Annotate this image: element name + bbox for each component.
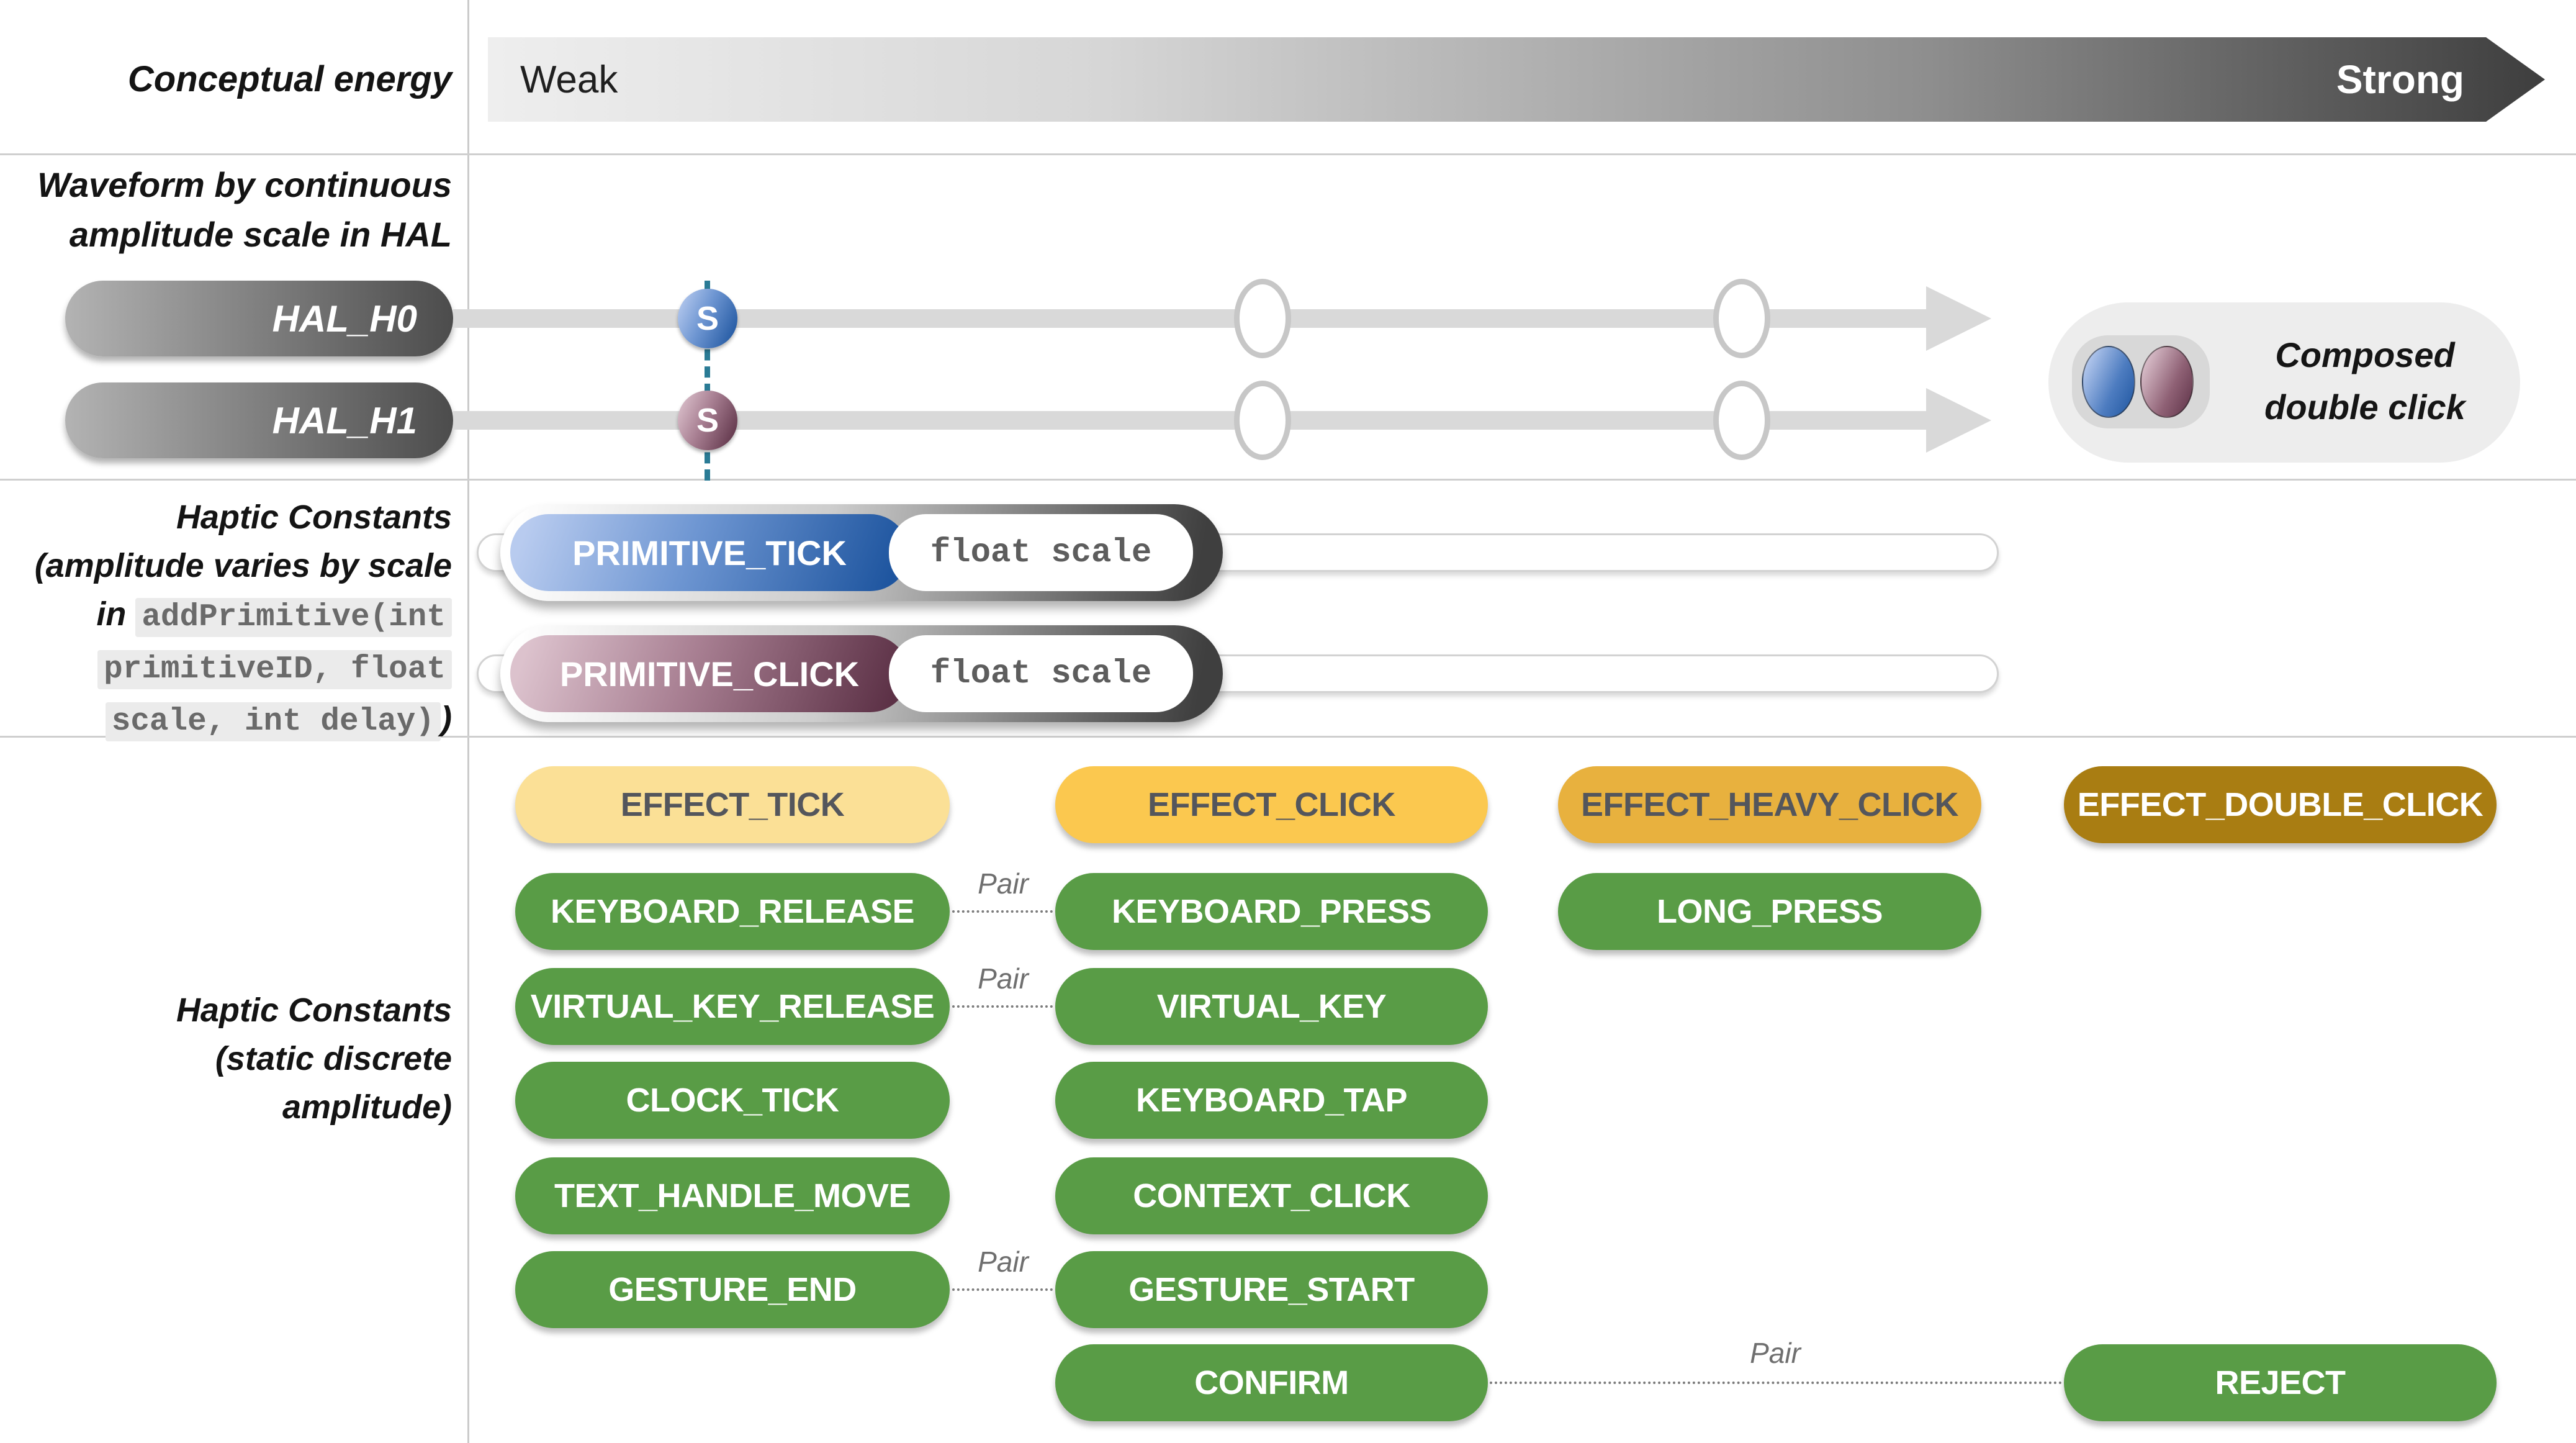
constant-pill-confirm: CONFIRM [1055, 1344, 1488, 1421]
constant-pill-effect-double-click: EFFECT_DOUBLE_CLICK [2064, 766, 2497, 843]
primitive-click-pill: PRIMITIVE_CLICK [510, 635, 909, 712]
h0-empty-slot-2 [1713, 279, 1770, 358]
energy-gradient-bar: Weak Strong [488, 37, 2545, 122]
prim-label-line1: Haptic Constants [176, 499, 452, 536]
constant-pill-effect-click: EFFECT_CLICK [1055, 766, 1488, 843]
constant-pill-keyboard-tap: KEYBOARD_TAP [1055, 1062, 1488, 1139]
constant-pill-clock-tick: CLOCK_TICK [515, 1062, 950, 1139]
section-divider-3 [0, 736, 2576, 738]
constant-pill-long-press: LONG_PRESS [1558, 873, 1981, 950]
weak-label: Weak [520, 58, 618, 101]
primitive-tick-pill: PRIMITIVE_TICK [510, 514, 909, 591]
constant-pill-reject: REJECT [2064, 1344, 2497, 1421]
primitives-section-label: Haptic Constants (amplitude varies by sc… [5, 493, 452, 746]
composed-dots-box [2072, 335, 2210, 428]
section-divider-2 [0, 479, 2576, 481]
vertical-divider [467, 0, 469, 1443]
constant-pill-keyboard-release: KEYBOARD_RELEASE [515, 873, 950, 950]
constant-pill-keyboard-press: KEYBOARD_PRESS [1055, 873, 1488, 950]
hal-h0-timeline [453, 309, 1927, 328]
confirm-reject-pair-label: Pair [1750, 1337, 1801, 1369]
composed-label-line1: Composed [2275, 335, 2455, 374]
hal-h1-timeline-arrowhead [1926, 388, 1991, 453]
composed-click-dot-icon [2140, 346, 2194, 418]
strong-label: Strong [2336, 57, 2464, 102]
hal-h0-timeline-arrowhead [1926, 286, 1991, 351]
keyboard-pair-connector [952, 910, 1053, 913]
constant-pill-gesture-start: GESTURE_START [1055, 1251, 1488, 1328]
prim-label-line5: scale, int delay)) [5, 694, 452, 746]
h1-empty-slot-1 [1234, 381, 1291, 460]
virtual-key-pair-label: Pair [978, 962, 1029, 995]
constant-pill-virtual-key-release: VIRTUAL_KEY_RELEASE [515, 968, 950, 1045]
h0-scale-marker: S [678, 289, 737, 348]
prim-label-line3: in addPrimitive(int [5, 590, 452, 642]
discrete-section-label: Haptic Constants (static discrete amplit… [5, 986, 452, 1131]
section-divider-1 [0, 153, 2576, 155]
primitive-click-slider: PRIMITIVE_CLICK float scale [500, 625, 1223, 722]
composed-double-click-badge [2048, 302, 2520, 463]
prim-label-line4: primitiveID, float [5, 642, 452, 694]
conceptual-energy-label: Conceptual energy [127, 59, 452, 99]
keyboard-pair-label: Pair [978, 867, 1029, 900]
disc-label-line1: Haptic Constants [176, 992, 452, 1029]
scale-marker-guide-line [705, 281, 710, 481]
composed-label-line2: double click [2264, 387, 2466, 427]
constant-pill-effect-heavy-click: EFFECT_HEAVY_CLICK [1558, 766, 1981, 843]
hal-h0-pill: HAL_H0 [65, 281, 453, 356]
constant-pill-effect-tick: EFFECT_TICK [515, 766, 950, 843]
hal-label-line2: amplitude scale in HAL [69, 215, 452, 254]
h1-empty-slot-2 [1713, 381, 1770, 460]
gesture-pair-connector [952, 1288, 1053, 1291]
constant-pill-virtual-key: VIRTUAL_KEY [1055, 968, 1488, 1045]
hal-h1-pill: HAL_H1 [65, 382, 453, 458]
hal-label-line1: Waveform by continuous [37, 165, 452, 204]
constant-pill-gesture-end: GESTURE_END [515, 1251, 950, 1328]
virtual-key-pair-connector [952, 1005, 1053, 1008]
composed-double-click-label: Composed double click [2222, 329, 2508, 433]
composed-tick-dot-icon [2082, 346, 2135, 418]
primitive-tick-scale-param: float scale [889, 514, 1193, 591]
constant-pill-context-click: CONTEXT_CLICK [1055, 1157, 1488, 1234]
constant-pill-text-handle-move: TEXT_HANDLE_MOVE [515, 1157, 950, 1234]
prim-label-line2: (amplitude varies by scale [34, 547, 452, 584]
confirm-reject-pair-connector [1490, 1382, 2062, 1384]
hal-h1-timeline [453, 411, 1927, 430]
hal-section-label: Waveform by continuous amplitude scale i… [5, 160, 452, 260]
addprimitive-code-text: addPrimitive(int [135, 598, 452, 637]
h1-scale-marker: S [678, 391, 737, 450]
primitive-tick-slider: PRIMITIVE_TICK float scale [500, 504, 1223, 601]
disc-label-line3: amplitude) [282, 1088, 452, 1126]
primitive-click-scale-param: float scale [889, 635, 1193, 712]
gesture-pair-label: Pair [978, 1246, 1029, 1278]
h0-empty-slot-1 [1234, 279, 1291, 358]
disc-label-line2: (static discrete [215, 1040, 452, 1077]
